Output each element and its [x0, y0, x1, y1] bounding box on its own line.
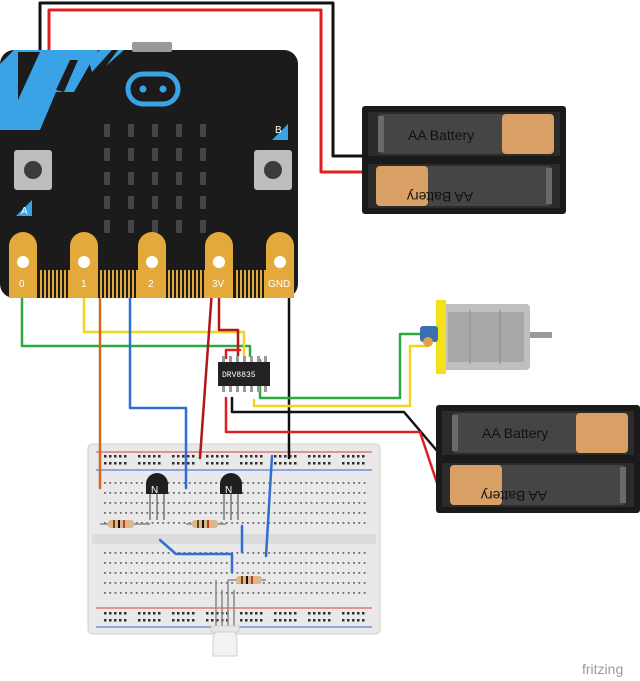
wire-green-pin0	[20, 288, 252, 358]
battery-pack-top: AA Battery AA Battery	[362, 106, 566, 214]
wire-green-motor	[258, 332, 430, 400]
battery-pack-bottom: AA Battery AA Battery	[436, 405, 640, 513]
aa-battery-2: AA Battery	[376, 166, 552, 206]
drv8835-label: DRV8835	[222, 371, 256, 380]
pad-1-label: 1	[81, 279, 87, 290]
button-a[interactable]	[14, 150, 52, 190]
pad-1[interactable]: 1	[70, 232, 98, 298]
battery-label-1: AA Battery	[408, 127, 474, 143]
wire-red-battery-top	[47, 8, 367, 174]
battery-label-4: AA Battery	[481, 488, 547, 504]
dc-motor	[420, 300, 552, 374]
battery-label-2: AA Battery	[407, 189, 473, 205]
transistor-1-label: N	[151, 485, 158, 496]
transistor-2-label: N	[225, 485, 232, 496]
wire-yellow-motor	[252, 344, 430, 408]
transistor-1: N	[146, 473, 168, 520]
pad-2-label: 2	[148, 279, 154, 290]
microbit-logo	[125, 71, 181, 107]
button-b[interactable]	[254, 150, 292, 190]
pad-3v-label: 3V	[212, 279, 225, 290]
fritzing-watermark: fritzing	[582, 661, 623, 677]
wire-red-3v-chip	[217, 288, 240, 358]
pad-gnd-label: GND	[268, 279, 290, 290]
wire-red-battery-bottom	[224, 396, 440, 488]
rgb-led	[210, 580, 240, 657]
pad-0-label: 0	[19, 279, 25, 290]
aa-battery-3: AA Battery	[452, 413, 628, 453]
button-b-label: B	[275, 125, 282, 136]
microbit-board: A B 0 1 2 3V	[0, 42, 298, 298]
resistor-1	[100, 520, 150, 528]
wire-blue-pin2	[128, 290, 188, 490]
led-matrix	[104, 124, 206, 233]
button-a-label: A	[21, 206, 28, 217]
aa-battery-4: AA Battery	[450, 465, 626, 505]
wire-red-chip-link	[224, 348, 242, 360]
pad-3v[interactable]: 3V	[205, 232, 233, 298]
pad-gnd[interactable]: GND	[266, 232, 294, 298]
wire-yellow-pin1	[82, 288, 246, 358]
wire-blue-bb-3	[264, 454, 274, 558]
wire-blue-bb-1	[158, 538, 234, 574]
battery-label-3: AA Battery	[482, 425, 548, 441]
usb-connector	[132, 42, 172, 52]
drv8835-driver: DRV8835	[218, 356, 270, 392]
pad-0[interactable]: 0	[9, 232, 37, 298]
aa-battery-1: AA Battery	[378, 114, 554, 154]
transistor-2: N	[220, 473, 242, 520]
resistor-3	[228, 576, 266, 584]
wire-black-battery-top	[38, 1, 367, 158]
wire-red-3v	[198, 288, 214, 460]
resistor-2	[186, 520, 226, 528]
pad-2[interactable]: 2	[138, 232, 166, 298]
